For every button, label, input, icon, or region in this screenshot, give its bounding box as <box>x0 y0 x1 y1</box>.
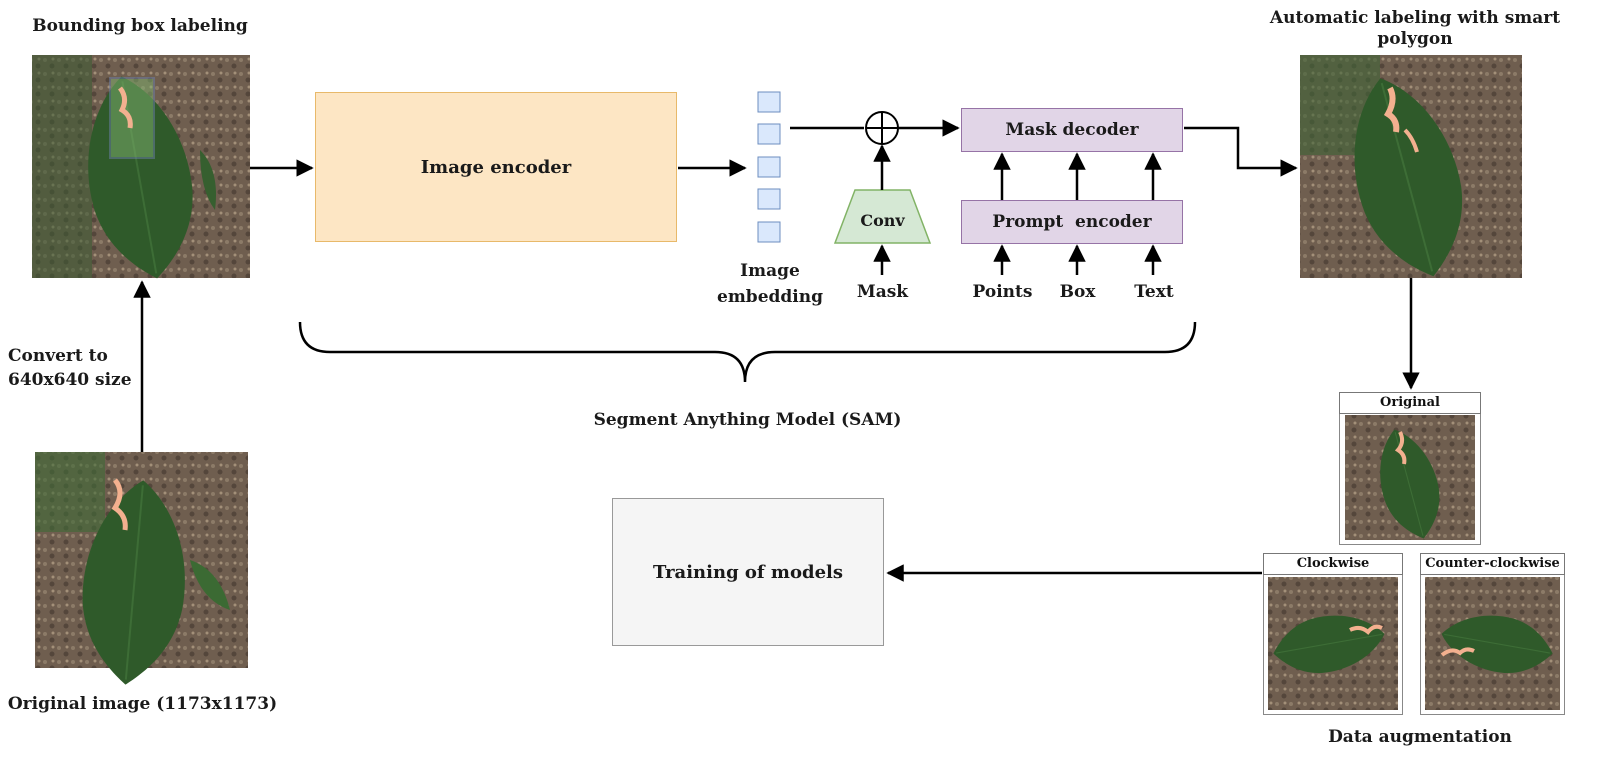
text-input-label: Text <box>1134 282 1174 302</box>
thumb-counter-clockwise-title: Counter-clockwise <box>1420 553 1565 575</box>
convert-size-label: Convert to 640x640 size <box>8 346 132 390</box>
flow-arrows <box>133 119 1420 582</box>
image-embedding-squares <box>757 91 781 243</box>
image-encoder-block: Image encoder <box>315 92 677 242</box>
thumb-original-title: Original <box>1339 392 1481 414</box>
original-photo <box>35 452 248 691</box>
mask-input-label: Mask <box>856 282 909 302</box>
thumb-clockwise-photo <box>1268 577 1398 710</box>
conv-block-shape <box>833 189 932 244</box>
box-input-label: Box <box>1059 282 1096 302</box>
thumb-counter-clockwise-frame <box>1420 553 1565 715</box>
prompt-encoder-block: Prompt encoder <box>961 200 1183 244</box>
image-embedding-label: Image embedding <box>717 261 823 307</box>
sum-operator-icon <box>865 111 899 145</box>
thumb-original-frame <box>1339 392 1481 545</box>
mask-decoder-block: Mask decoder <box>961 108 1183 152</box>
training-block: Training of models <box>612 498 884 646</box>
bbox-labeling-title: Bounding box labeling <box>32 16 248 36</box>
auto-labeling-title: Automatic labeling with smart polygon <box>1269 8 1561 49</box>
thumb-clockwise-title: Clockwise <box>1263 553 1403 575</box>
thumb-clockwise-frame <box>1263 553 1403 715</box>
data-augmentation-label: Data augmentation <box>1328 727 1512 747</box>
sam-brace <box>298 321 1197 383</box>
thumb-counter-clockwise-photo <box>1425 577 1560 710</box>
sam-label: Segment Anything Model (SAM) <box>593 410 902 430</box>
bbox-labeling-photo <box>32 55 250 289</box>
thumb-original-photo <box>1345 415 1475 547</box>
conv-block-label: Conv <box>860 210 905 230</box>
original-image-label: Original image (1173x1173) <box>7 694 278 714</box>
auto-labeling-photo <box>1300 55 1522 291</box>
points-input-label: Points <box>972 282 1033 302</box>
